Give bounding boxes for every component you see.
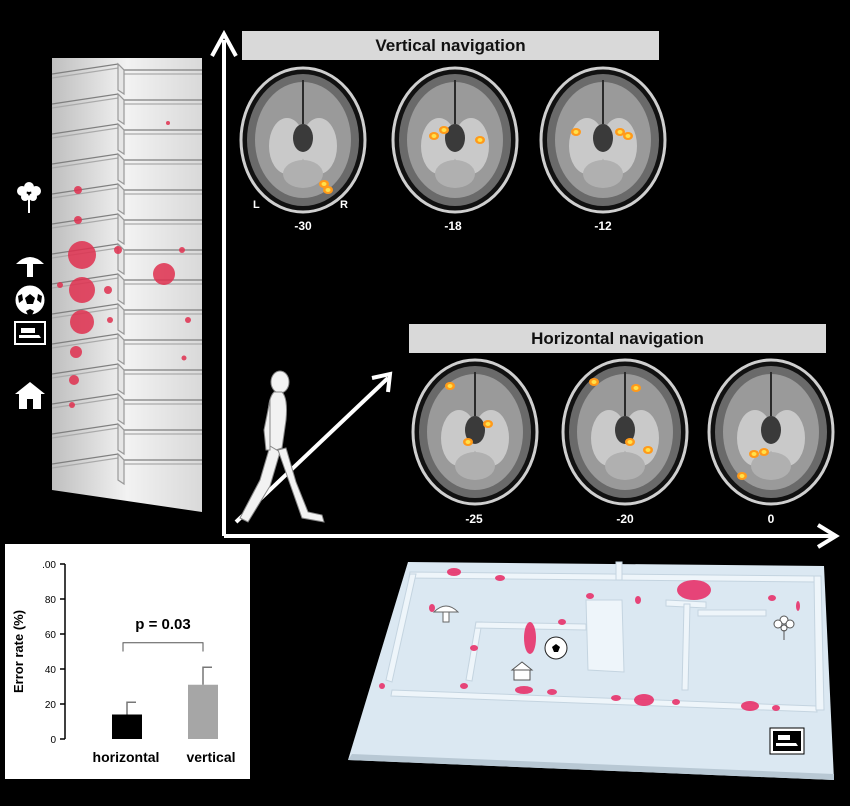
brain-slice-vertical-1 (239, 66, 367, 214)
maze-illustration (348, 561, 834, 780)
maze-train-icon (769, 727, 805, 755)
slice-label-vertical-2: -18 (444, 219, 462, 233)
hemisphere-left-label: L (253, 199, 260, 211)
y-tick-label: 40 (45, 665, 57, 676)
brain-slice-vertical-3 (539, 66, 667, 214)
horizontal-axis-arrow (816, 523, 840, 549)
y-tick-label: .00 (42, 560, 56, 571)
error-bar (126, 701, 136, 715)
brain-slice-horizontal-3 (707, 358, 835, 506)
y-axis-label: Error rate (%) (11, 610, 26, 693)
maze-mushroom-icon (432, 605, 460, 623)
maze-flower-icon (773, 615, 795, 640)
x-category-label: horizontal (93, 749, 160, 765)
house-icon (15, 382, 45, 409)
brain-slice-horizontal-1 (411, 358, 539, 506)
y-tick-label: 20 (45, 700, 57, 711)
diagonal-arrow-head (371, 371, 393, 393)
vertical-navigation-banner: Vertical navigation (242, 31, 659, 60)
slice-label-vertical-1: -30 (294, 219, 312, 233)
horizontal-navigation-banner: Horizontal navigation (409, 324, 826, 353)
train-icon (14, 321, 46, 345)
y-tick-label: 80 (45, 595, 57, 606)
walking-person-illustration (239, 370, 325, 523)
bar-horizontal (112, 714, 142, 739)
maze-house-icon (510, 661, 534, 681)
error-rate-chart-svg: .00 80 60 40 20 0 Error rate (%) horizontal vert… (11, 560, 236, 765)
brain-slice-vertical-2 (391, 66, 519, 214)
vertical-axis-arrow (210, 29, 238, 57)
hemisphere-right-label: R (340, 199, 348, 211)
slice-label-vertical-3: -12 (594, 219, 612, 233)
x-category-label: vertical (186, 749, 235, 765)
significance-bracket (122, 642, 204, 652)
maze-soccer-ball-icon (544, 636, 568, 660)
tower-illustration (51, 58, 202, 512)
y-tick-label: 60 (45, 630, 57, 641)
bar-vertical (188, 684, 218, 739)
error-bar (202, 666, 212, 685)
error-rate-chart: .00 80 60 40 20 0 Error rate (%) horizontal vert… (5, 544, 250, 779)
brain-slice-horizontal-2 (561, 358, 689, 506)
mushroom-icon (16, 257, 44, 277)
flower-icon (17, 182, 41, 213)
slice-label-horizontal-3: 0 (767, 512, 775, 526)
p-value-annotation: p = 0.03 (135, 616, 190, 633)
slice-label-horizontal-2: -20 (616, 512, 634, 526)
slice-label-horizontal-1: -25 (465, 512, 483, 526)
y-tick-label: 0 (50, 735, 56, 746)
soccer-ball-icon (14, 284, 46, 316)
